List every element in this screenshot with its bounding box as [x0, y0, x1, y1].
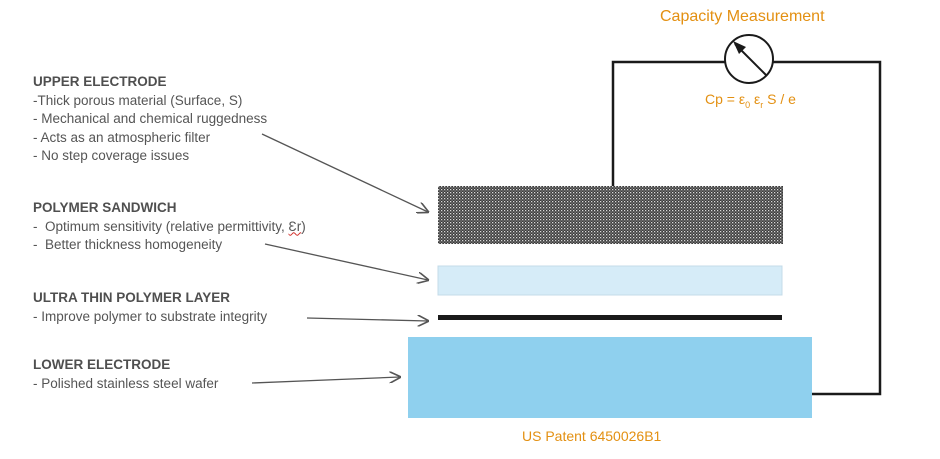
arrow-polymer-sandwich	[264, 243, 428, 280]
arrow-lower-electrode	[251, 377, 400, 384]
capacity-meter-icon	[724, 34, 774, 84]
ultra-thin-layer-heading: ULTRA THIN POLYMER LAYER	[33, 290, 231, 305]
polymer-sandwich-description: POLYMER SANDWICH - Optimum sensitivity (…	[33, 199, 306, 255]
permittivity-text: - Optimum sensitivity (relative permitti…	[33, 218, 289, 234]
permittivity-symbol: Ɛr	[288, 218, 302, 234]
polymer-sandwich-heading: POLYMER SANDWICH	[33, 200, 177, 215]
formula-mid: ε	[750, 91, 761, 107]
upper-electrode-line: - Mechanical and chemical ruggedness	[33, 111, 268, 126]
arrow-ultra-thin-layer	[306, 318, 428, 321]
pointer-arrows	[251, 133, 428, 384]
permittivity-close: )	[301, 218, 306, 234]
lower-electrode-layer	[408, 337, 812, 418]
ultra-thin-polymer-layer	[438, 315, 782, 320]
lower-electrode-heading: LOWER ELECTRODE	[33, 357, 171, 372]
upper-electrode-heading: UPPER ELECTRODE	[33, 74, 167, 89]
wire-to-upper-electrode	[611, 60, 725, 186]
formula-prefix: Cp = ε	[705, 91, 746, 107]
upper-electrode-layer	[438, 186, 783, 244]
capacity-measurement-title: Capacity Measurement	[660, 8, 825, 25]
formula-subscript-0: 0	[745, 99, 751, 110]
lower-electrode-description: LOWER ELECTRODE - Polished stainless ste…	[33, 356, 218, 393]
upper-electrode-description: UPPER ELECTRODE -Thick porous material (…	[33, 73, 267, 166]
arrow-upper-electrode	[261, 133, 428, 212]
patent-reference: US Patent 6450026B1	[522, 428, 662, 444]
wire-to-lower-electrode	[773, 60, 882, 396]
upper-electrode-line: -Thick porous material (Surface, S)	[33, 92, 243, 108]
polymer-sandwich-line: - Optimum sensitivity (relative permitti…	[33, 218, 306, 237]
capacitance-formula: Cp = ε0 εr S / e	[705, 91, 796, 110]
ultra-thin-layer-description: ULTRA THIN POLYMER LAYER - Improve polym…	[33, 289, 267, 326]
formula-suffix: S / e	[763, 91, 796, 107]
polymer-sandwich-line: - Better thickness homogeneity	[33, 237, 223, 252]
upper-electrode-line: - Acts as an atmospheric filter	[33, 129, 211, 145]
formula-subscript-r: r	[760, 99, 764, 110]
ultra-thin-layer-line: - Improve polymer to substrate integrity	[33, 308, 268, 324]
lower-electrode-line: - Polished stainless steel wafer	[33, 375, 219, 391]
upper-electrode-line: - No step coverage issues	[33, 148, 190, 163]
measurement-circuit	[611, 60, 882, 396]
polymer-sandwich-layer	[437, 265, 783, 296]
